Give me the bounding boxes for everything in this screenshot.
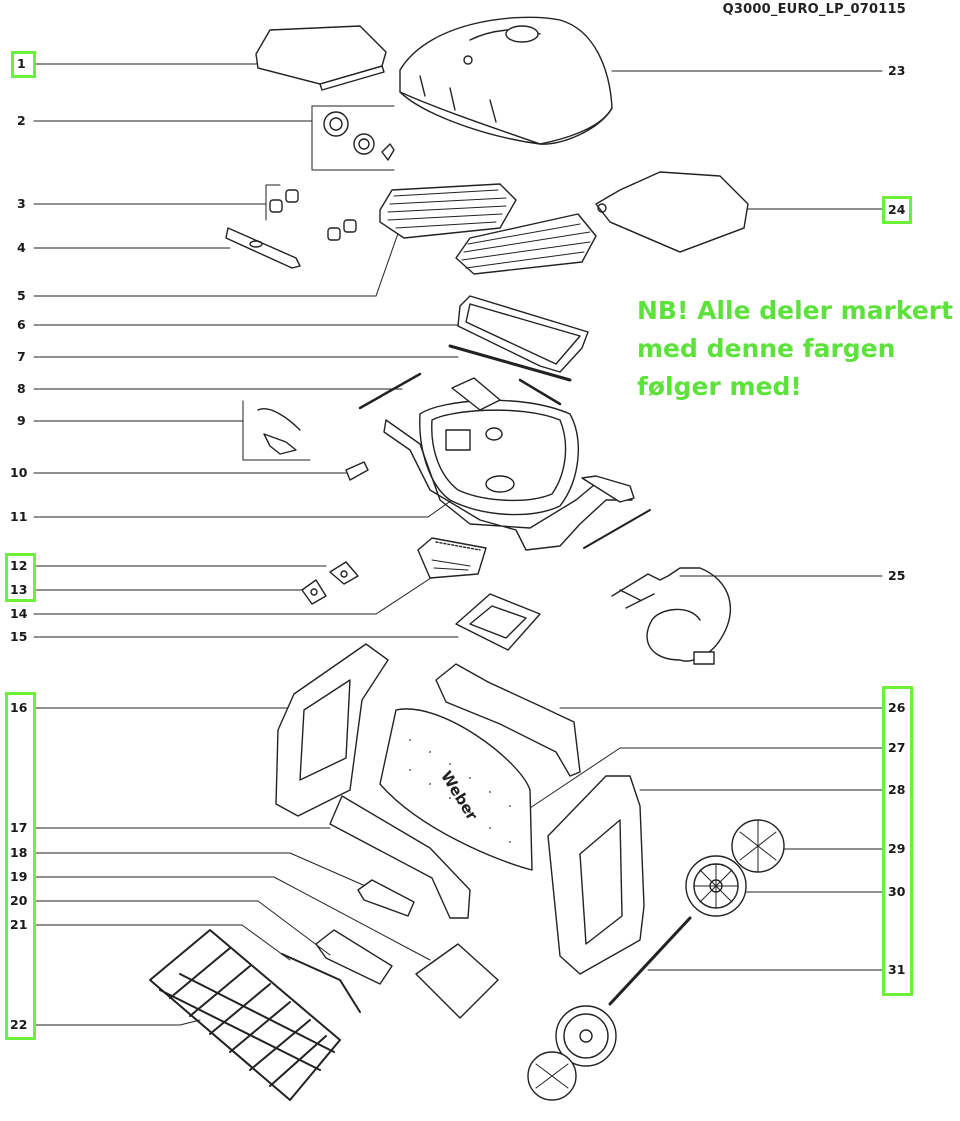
highlight-box-16-22 <box>5 692 36 1040</box>
callout-26: 26 <box>888 700 906 715</box>
part-5-cooking-grates <box>379 183 597 275</box>
callout-4: 4 <box>17 240 26 255</box>
callout-14: 14 <box>10 606 28 621</box>
callout-17: 17 <box>10 820 28 835</box>
part-7-burner-tube <box>448 344 572 382</box>
part-22-wire-rack <box>149 929 341 1101</box>
included-parts-note: NB! Alle deler markert med denne fargen … <box>637 292 955 406</box>
part-31-axle <box>608 916 692 1006</box>
wheel-lower <box>555 1005 617 1067</box>
part-12-knob <box>329 561 359 585</box>
part-13-knob <box>301 579 327 605</box>
callout-1: 1 <box>17 56 26 71</box>
callout-5: 5 <box>17 288 26 303</box>
part-18-bracket <box>357 879 415 917</box>
callout-16: 16 <box>10 700 28 715</box>
callout-24: 24 <box>888 202 906 217</box>
part-10-igniter <box>345 461 369 481</box>
callout-30: 30 <box>888 884 906 899</box>
callout-8: 8 <box>17 381 26 396</box>
callout-18: 18 <box>10 845 28 860</box>
leader-lines-left <box>33 57 459 1026</box>
callout-6: 6 <box>17 317 26 332</box>
part-17-base-bar <box>329 795 471 919</box>
part-27-panel <box>379 708 533 871</box>
part-15-drip-pan <box>455 593 541 651</box>
note-line-1: NB! Alle deler markert <box>637 296 954 325</box>
part-8-rod <box>358 372 562 410</box>
note-line-3: følger med! <box>637 372 802 401</box>
highlight-box-24 <box>882 196 912 224</box>
callout-2: 2 <box>17 113 26 128</box>
leader-lines-right <box>529 70 883 971</box>
callout-25: 25 <box>888 568 906 583</box>
callout-13: 13 <box>10 582 28 597</box>
part-4-handle <box>225 227 301 269</box>
document-code: Q3000_EURO_LP_070115 <box>722 2 906 17</box>
part-6-burner-frame <box>457 295 589 373</box>
part-11-cookbox <box>383 377 635 551</box>
part-19-plate <box>415 943 499 1019</box>
callout-31: 31 <box>888 962 906 977</box>
part-14-drip-tray <box>417 537 487 579</box>
part-8b-rod <box>583 509 651 549</box>
part-25-regulator-hose <box>611 567 731 665</box>
part-16-left-frame <box>275 643 389 817</box>
callout-11: 11 <box>10 509 28 524</box>
highlight-box-1 <box>11 51 36 78</box>
part-26-crossbar <box>435 663 581 777</box>
part-20-latch <box>315 929 393 985</box>
part-30-wheel <box>685 855 747 917</box>
callout-27: 27 <box>888 740 906 755</box>
callout-7: 7 <box>17 349 26 364</box>
highlight-box-26-31 <box>882 686 913 996</box>
callout-29: 29 <box>888 841 906 856</box>
highlight-box-12-13 <box>5 553 36 602</box>
callout-19: 19 <box>10 869 28 884</box>
note-line-2: med denne fargen <box>637 334 896 363</box>
part-23-lid <box>399 16 613 145</box>
callout-23: 23 <box>888 63 906 78</box>
part-2-control-knobs <box>323 111 395 161</box>
callout-12: 12 <box>10 558 28 573</box>
callout-9: 9 <box>17 413 26 428</box>
part-24-side-table <box>595 171 749 253</box>
part-21-rod <box>281 953 361 1013</box>
part-1-side-table <box>255 25 387 91</box>
callout-3: 3 <box>17 196 26 211</box>
part-3-fittings <box>269 189 357 241</box>
callout-15: 15 <box>10 629 28 644</box>
part-29-hubcap <box>731 819 785 873</box>
callout-21: 21 <box>10 917 28 932</box>
part-28-right-frame <box>547 775 645 975</box>
callout-28: 28 <box>888 782 906 797</box>
callout-10: 10 <box>10 465 28 480</box>
part-9-electrode <box>257 408 301 455</box>
hubcap-lower <box>527 1051 577 1101</box>
callout-20: 20 <box>10 893 28 908</box>
callout-22: 22 <box>10 1017 28 1032</box>
